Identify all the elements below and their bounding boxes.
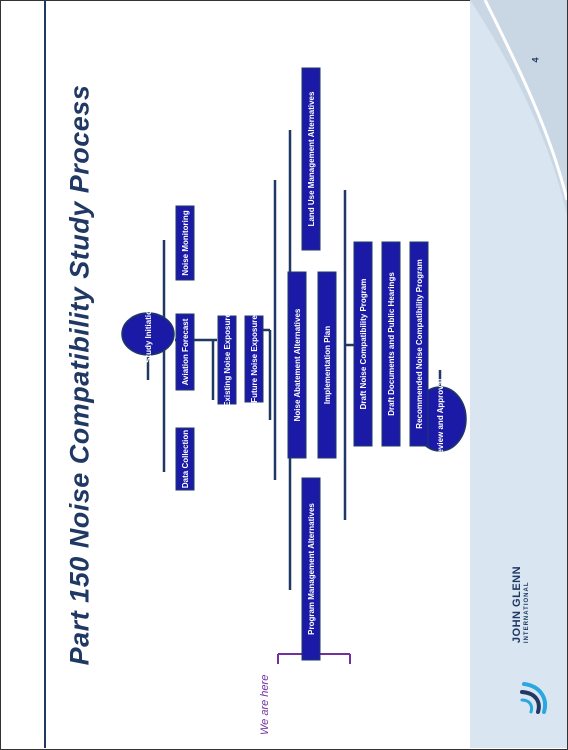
node-future-noise: Future Noise Exposure <box>244 315 264 403</box>
node-label: Existing Noise Exposure <box>223 313 232 407</box>
node-label: Program Management Alternatives <box>307 503 316 635</box>
left-vertical-rule <box>44 0 46 748</box>
node-label: Draft Documents and Public Hearings <box>387 272 396 416</box>
node-noise-abatement: Noise Abatement Alternatives <box>287 271 307 459</box>
node-data-collection: Data Collection <box>175 427 195 491</box>
node-label: Noise Abatement Alternatives <box>293 308 302 421</box>
we-are-here-label: We are here <box>259 675 271 735</box>
node-recommended-ncp: Recommended Noise Compatibility Program <box>409 241 429 447</box>
node-land-use-management: Land Use Management Alternatives <box>301 67 321 251</box>
node-noise-monitoring: Noise Monitoring <box>175 205 195 281</box>
node-label: Study Initiation <box>144 305 153 363</box>
node-draft-documents: Draft Documents and Public Hearings <box>381 241 401 447</box>
node-label: Implementation Plan <box>323 326 332 404</box>
node-label: Review and Approval <box>436 379 445 460</box>
decorative-curve <box>470 0 567 215</box>
node-study-initiation: Study Initiation <box>121 305 175 363</box>
node-draft-ncp: Draft Noise Compatibility Program <box>353 241 373 447</box>
node-existing-noise: Existing Noise Exposure <box>217 313 237 407</box>
node-label: Noise Monitoring <box>181 210 190 275</box>
node-aviation-forecast: Aviation Forecast <box>175 313 195 391</box>
node-label: Future Noise Exposure <box>250 315 259 403</box>
node-implementation-plan: Implementation Plan <box>317 271 337 459</box>
john-glenn-swoosh-icon <box>520 682 547 714</box>
node-label: Recommended Noise Compatibility Program <box>415 259 424 428</box>
node-label: Land Use Management Alternatives <box>307 91 316 226</box>
node-label: Aviation Forecast <box>181 318 190 385</box>
node-program-management: Program Management Alternatives <box>301 477 321 661</box>
node-label: Draft Noise Compatibility Program <box>359 279 368 410</box>
node-label: Data Collection <box>181 430 190 488</box>
logo: JOHN GLENN INTERNATIONAL <box>511 555 562 715</box>
